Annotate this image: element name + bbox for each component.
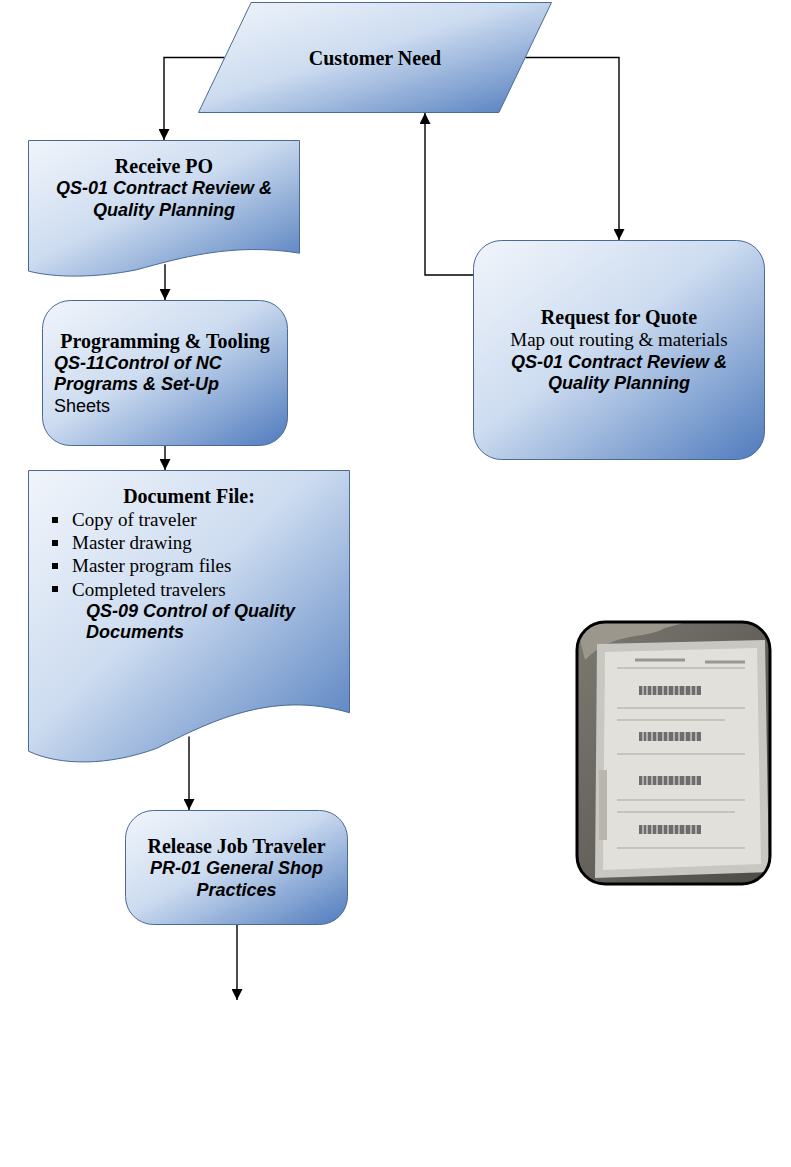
- procedure-ref: QS-01 Contract Review & Quality Planning: [46, 178, 282, 221]
- node-title: Document File:: [44, 484, 334, 508]
- node-content: Customer Need: [198, 2, 552, 113]
- bullet-text: Completed travelers: [72, 578, 226, 601]
- body-text: Sheets: [54, 396, 110, 416]
- node-content: Request for QuoteMap out routing & mater…: [473, 240, 765, 460]
- procedure-ref: QS-01 Contract Review & Quality Planning: [499, 352, 739, 395]
- node-content: Document File:Copy of travelerMaster dra…: [28, 470, 350, 713]
- flow-arrow: [164, 264, 165, 300]
- bullet-item: Completed travelers: [44, 578, 334, 601]
- input-parallelogram: Customer Need: [198, 2, 552, 113]
- bullet-item: Copy of traveler: [44, 508, 334, 531]
- procedure-ref: QS-11Control of NC Programs & Set-Up: [54, 353, 222, 395]
- document-box: Receive POQS-01 Contract Review & Qualit…: [28, 140, 300, 278]
- node-title: Programming & Tooling: [54, 329, 276, 353]
- flow-arrow: [425, 113, 473, 275]
- bullet-mark: [52, 586, 58, 592]
- node-content: Receive POQS-01 Contract Review & Qualit…: [28, 140, 300, 250]
- document-box: Document File:Copy of travelerMaster dra…: [28, 470, 350, 766]
- node-title: Request for Quote: [499, 305, 739, 329]
- rounded-outline: [42, 300, 288, 446]
- exit-arrow: [236, 925, 237, 1000]
- bullet-item: Master drawing: [44, 531, 334, 554]
- bullet-mark: [52, 563, 58, 569]
- node-title: Customer Need: [308, 46, 442, 70]
- procedure-ref: PR-01 General Shop Practices: [139, 858, 334, 901]
- node-title: Release Job Traveler: [139, 834, 334, 858]
- bullet-mark: [52, 540, 58, 546]
- flow-arrow: [188, 736, 189, 810]
- procedure-ref: QS-09 Control of Quality Documents: [44, 601, 334, 644]
- body-text: Map out routing & materials: [499, 329, 739, 352]
- process-box: Release Job TravelerPR-01 General Shop P…: [125, 810, 348, 925]
- traveler-photo: [575, 620, 772, 886]
- bullet-item: Master program files: [44, 554, 334, 577]
- flow-arrow: [164, 446, 165, 470]
- node-content: Programming & ToolingQS-11Control of NC …: [42, 300, 288, 446]
- bullet-mark: [52, 517, 58, 523]
- node-title: Receive PO: [46, 154, 282, 178]
- process-box: Programming & ToolingQS-11Control of NC …: [42, 300, 288, 446]
- flow-arrow: [526, 58, 620, 241]
- node-content: Release Job TravelerPR-01 General Shop P…: [125, 810, 348, 925]
- reference-paragraph: QS-11Control of NC Programs & Set-Up She…: [54, 353, 276, 418]
- bullet-text: Master drawing: [72, 531, 192, 554]
- bullet-text: Copy of traveler: [72, 508, 197, 531]
- bullet-text: Master program files: [72, 554, 231, 577]
- process-box: Request for QuoteMap out routing & mater…: [473, 240, 765, 460]
